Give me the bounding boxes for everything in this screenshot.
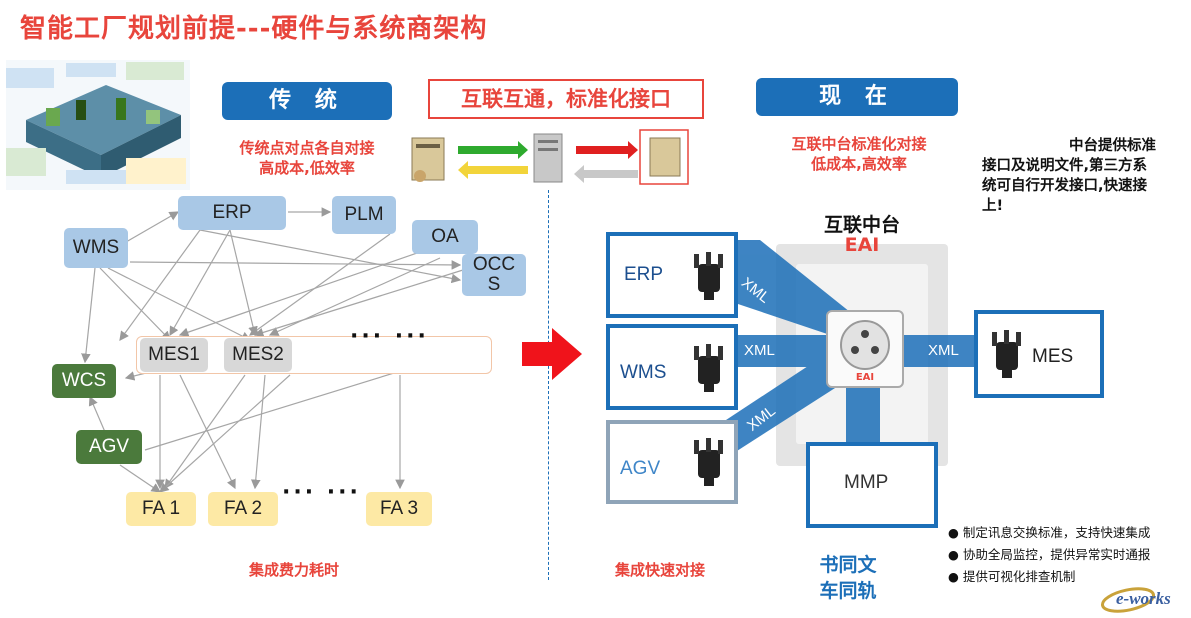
fa-ellipsis: ··· ··· — [282, 480, 361, 505]
node-fa1: FA 1 — [126, 492, 196, 526]
system-wms-label: WMS — [620, 362, 667, 383]
bullet-item-text: 协助全局监控，提供异常实时通报 — [962, 547, 1151, 562]
big-red-arrow-icon — [522, 328, 582, 380]
bullet-item-text: 制定讯息交换标准，支持快速集成 — [962, 525, 1151, 540]
now-subtitle-line2: 低成本,高效率 — [811, 155, 907, 173]
platform-note: 中台提供标准 接口及说明文件,第三方系 统可自行开发接口,快速接 上! — [968, 136, 1182, 216]
system-mmp-label: MMP — [844, 472, 889, 493]
point-to-point-links — [81, 207, 464, 493]
system-mes-label: MES — [1032, 346, 1074, 367]
xml-label-wms: XML — [744, 342, 775, 359]
motto: 书同文 车同轨 — [808, 552, 888, 604]
hub-title: 互联中台 — [823, 214, 900, 236]
plug-icon — [694, 438, 723, 486]
socket-eai-label: EAI — [855, 372, 875, 383]
feature-bullets: ● 制定讯息交换标准，支持快速集成 ● 协助全局监控，提供异常实时通报 ● 提供… — [948, 522, 1150, 588]
hub-eai-label: EAI — [844, 234, 880, 256]
node-erp: ERP — [178, 196, 286, 230]
node-occs: OCC S — [462, 254, 526, 296]
now-header: 现 在 — [756, 78, 958, 116]
plug-icon — [992, 330, 1021, 378]
eworks-wordmark: e-works — [1116, 589, 1171, 608]
note-line-4: 上! — [982, 198, 1004, 214]
motto-line-2: 车同轨 — [819, 580, 877, 602]
node-occs-line2: S — [487, 274, 501, 295]
interconnect-banner: 互联互通，标准化接口 — [428, 79, 704, 119]
socket-icon — [840, 320, 890, 370]
plug-icon — [694, 252, 723, 300]
bullet-item-text: 提供可视化排查机制 — [962, 569, 1076, 584]
page-title: 智能工厂规划前提---硬件与系统商架构 — [20, 14, 488, 44]
note-line-2: 接口及说明文件,第三方系 — [982, 158, 1148, 174]
node-fa2: FA 2 — [208, 492, 278, 526]
node-wms: WMS — [64, 228, 128, 268]
motto-line-1: 书同文 — [819, 554, 877, 576]
node-mes2: MES2 — [224, 338, 292, 372]
note-line-3: 统可自行开发接口,快速接 — [982, 178, 1148, 194]
system-mes: MES — [974, 310, 1104, 398]
node-occs-line1: OCC — [472, 254, 516, 275]
system-wms: WMS — [606, 324, 738, 410]
node-agv: AGV — [76, 430, 142, 464]
bullet-item: ● 提供可视化排查机制 — [948, 569, 1076, 584]
system-agv: AGV — [606, 420, 738, 504]
now-subtitle-line1: 互联中台标准化对接 — [791, 135, 927, 153]
system-erp-label: ERP — [624, 264, 664, 285]
eworks-logo: e-works — [1098, 584, 1184, 614]
system-erp: ERP — [606, 232, 738, 318]
eai-socket: EAI — [826, 310, 904, 388]
traditional-header: 传 统 — [222, 82, 392, 120]
system-mmp: MMP — [806, 442, 938, 528]
traditional-subtitle-line1: 传统点对点各自对接 — [239, 139, 375, 157]
server-exchange-illustration — [411, 129, 689, 185]
traditional-subtitle-line2: 高成本,低效率 — [259, 159, 355, 177]
plug-icon — [694, 344, 723, 392]
factory-illustration — [6, 60, 190, 190]
eworks-swoosh-icon — [1100, 587, 1156, 613]
note-line-1: 中台提供标准 — [1069, 138, 1156, 154]
center-divider — [548, 190, 549, 580]
bullet-item: ● 协助全局监控，提供异常实时通报 — [948, 547, 1151, 562]
mes-ellipsis: ··· ··· — [350, 324, 429, 349]
system-agv-label: AGV — [620, 458, 661, 479]
bullet-item: ● 制定讯息交换标准，支持快速集成 — [948, 525, 1151, 540]
xml-label-mes: XML — [928, 342, 959, 359]
node-plm: PLM — [332, 196, 396, 234]
center-footer: 集成快速对接 — [614, 561, 705, 579]
node-oa: OA — [412, 220, 478, 254]
traditional-footer: 集成费力耗时 — [248, 561, 339, 579]
node-wcs: WCS — [52, 364, 116, 398]
node-fa3: FA 3 — [366, 492, 432, 526]
node-mes1: MES1 — [140, 338, 208, 372]
